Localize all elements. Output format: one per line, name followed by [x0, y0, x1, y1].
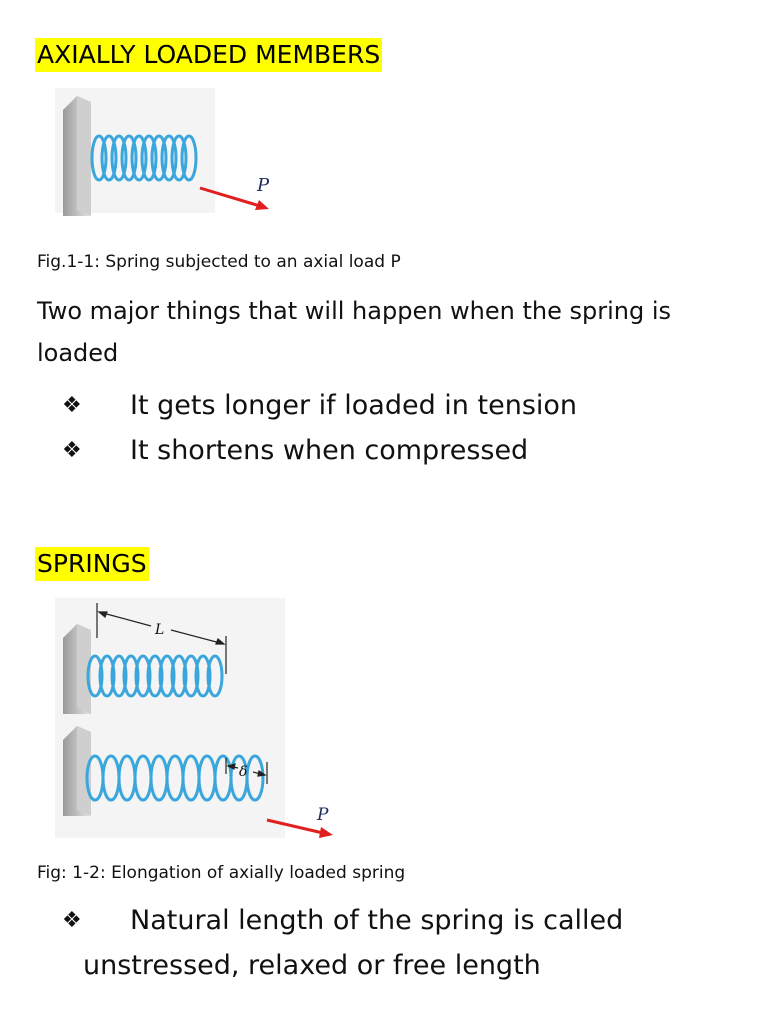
length-dimension — [96, 603, 227, 674]
diamond-bullet-icon: ❖ — [62, 438, 82, 463]
figure-caption-1: Fig.1-1: Spring subjected to an axial lo… — [37, 252, 401, 272]
diamond-bullet-icon: ❖ — [62, 908, 82, 933]
delta-dimension — [225, 758, 268, 784]
length-label-l: L — [154, 622, 164, 638]
load-arrow — [199, 186, 269, 210]
bullet-item: ❖ Natural length of the spring is called — [62, 905, 623, 936]
spring-elongation-figure: L δ — [55, 598, 333, 838]
bullet-text: Natural length of the spring is called — [130, 905, 624, 936]
load-label-p: P — [256, 175, 270, 196]
bullet-text-continuation: unstressed, relaxed or free length — [83, 950, 541, 981]
delta-label: δ — [239, 764, 247, 780]
figure-caption-2: Fig: 1-2: Elongation of axially loaded s… — [37, 863, 406, 883]
bullet-item: ❖ It gets longer if loaded in tension — [62, 390, 577, 421]
section-heading-springs: SPRINGS — [35, 547, 149, 581]
load-arrow — [266, 818, 333, 838]
spring-coils — [90, 134, 198, 182]
spring-coils-loaded — [85, 754, 265, 802]
bullet-item: ❖ It shortens when compressed — [62, 435, 528, 466]
spring-axial-load-figure: P — [55, 88, 270, 216]
bullet-text: It gets longer if loaded in tension — [130, 390, 578, 421]
bullet-text: It shortens when compressed — [130, 435, 529, 466]
spring-coils-unloaded — [86, 654, 224, 698]
section-heading-axially-loaded: AXIALLY LOADED MEMBERS — [35, 38, 383, 72]
load-label-p: P — [316, 805, 329, 825]
diamond-bullet-icon: ❖ — [62, 393, 82, 418]
intro-paragraph: Two major things that will happen when t… — [37, 297, 672, 367]
